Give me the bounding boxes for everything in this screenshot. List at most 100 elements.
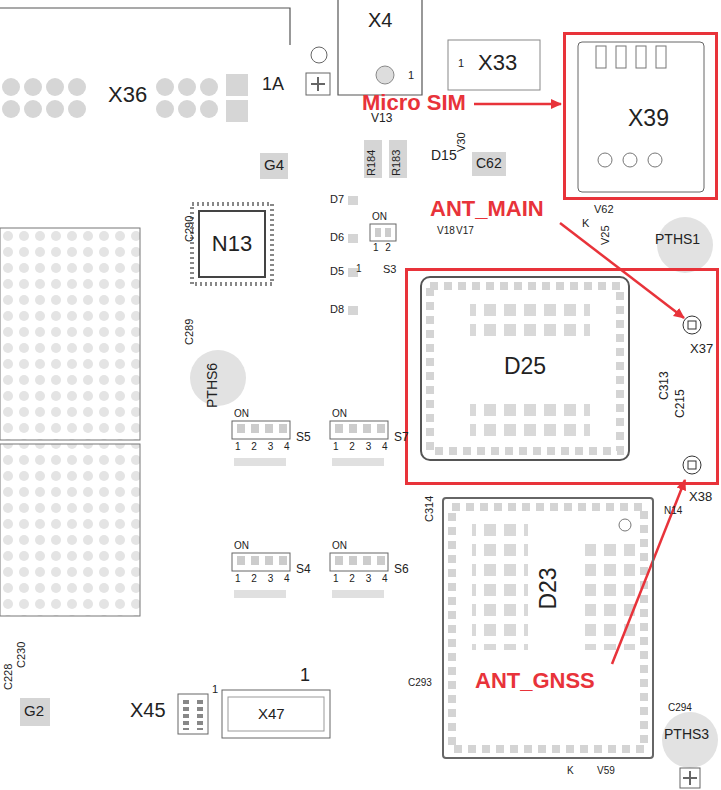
silkscreen-label: D5 [330, 266, 344, 277]
silkscreen-label: D6 [330, 232, 344, 243]
n13-pins [192, 204, 272, 284]
silkscreen-label: 1 [458, 58, 464, 69]
callout-label: Micro SIM [362, 92, 466, 114]
silkscreen-label: C294 [668, 703, 692, 713]
x47-housing [222, 690, 330, 738]
x36-pads [154, 76, 220, 120]
diode-body [348, 196, 358, 205]
silkscreen-label: ON [332, 541, 347, 551]
silkscreen-label: ON [234, 409, 249, 419]
silkscreen-label: S7 [394, 431, 409, 443]
mount-hole [662, 712, 718, 768]
silkscreen-label: D8 [330, 304, 344, 315]
bga-chip [0, 444, 140, 616]
module-pads [430, 286, 620, 451]
coax-connector [683, 456, 701, 474]
silkscreen-label: R183 [391, 150, 402, 176]
module-pads [470, 400, 590, 440]
x47-inner [228, 697, 324, 731]
part-label: N13 [212, 233, 252, 255]
silkscreen-label: ON [234, 541, 249, 551]
mount-hole [311, 47, 327, 63]
callout-label: ANT_GNSS [473, 670, 597, 692]
module-pads [472, 520, 528, 650]
silkscreen-label: S4 [296, 563, 311, 575]
silkscreen-label: K [567, 766, 574, 776]
x33-body [448, 40, 540, 90]
part-label: X39 [628, 107, 669, 130]
x36-square-pad [226, 100, 248, 122]
x36-pads [0, 76, 88, 120]
plus-mark [683, 771, 697, 785]
module-outline: D23 [442, 497, 654, 759]
silkscreen-label: V18 [437, 226, 455, 236]
part-label: X37 [690, 342, 713, 355]
silkscreen-label: G2 [24, 703, 44, 718]
silkscreen-label: 1A [262, 75, 284, 93]
resistor-body [389, 140, 407, 178]
silkscreen-label: X4 [368, 10, 392, 30]
header-pins [186, 700, 200, 730]
switch-slots [237, 228, 391, 565]
chip-outline: N13 [198, 210, 266, 278]
highlight-box: X39 [563, 32, 718, 200]
silkscreen-label: N14 [664, 506, 682, 516]
sim-slot [623, 153, 637, 167]
silkscreen-label: 1 [212, 684, 218, 695]
g2-pad [20, 698, 50, 726]
part-label: D25 [504, 355, 546, 378]
board-outline [0, 8, 290, 45]
part-label: D23 [536, 567, 559, 609]
silkscreen-label: 1 [408, 70, 414, 81]
part-label: X38 [689, 490, 712, 503]
silkscreen-label: K [582, 218, 589, 229]
x36-square-pad [226, 74, 248, 96]
diode-body [348, 306, 358, 315]
silkscreen-label: PTHS1 [655, 232, 700, 246]
plus-pad [306, 73, 330, 95]
highlight-box: X37X38D25 [405, 268, 719, 485]
silkscreen-label: V30 [456, 132, 467, 152]
x4-pad [376, 66, 394, 84]
sim-contact [656, 46, 666, 68]
silkscreen-label: D7 [330, 194, 344, 205]
silkscreen-label: PTHS3 [664, 727, 709, 741]
callout-arrow [474, 103, 561, 106]
silkscreen-label: C289 [184, 319, 195, 345]
silkscreen-label: C228 [3, 664, 14, 690]
silkscreen-label: S3 [383, 264, 396, 275]
callout-label: ANT_MAIN [430, 198, 544, 220]
silkscreen-label: V13 [371, 112, 392, 124]
x4-housing [338, 0, 422, 95]
silkscreen-label: G4 [264, 157, 284, 172]
plus-pad [680, 768, 700, 788]
silkscreen-label: D15 [431, 148, 457, 162]
silkscreen-label: V17 [456, 226, 474, 236]
pin-header [178, 694, 208, 734]
coax-pin [688, 321, 696, 329]
silkscreen-label: 1 [356, 264, 362, 274]
silkscreen-label: R184 [366, 150, 377, 176]
coax-connector [683, 316, 701, 334]
silkscreen-label: C215 [674, 389, 686, 418]
sim-slot [648, 153, 662, 167]
silkscreen-label: 1 [300, 666, 310, 684]
silkscreen-label: C293 [408, 678, 432, 688]
sim-contact [596, 46, 606, 68]
silkscreen-label: 1 2 3 4 [235, 442, 290, 452]
silkscreen-label: S5 [296, 431, 311, 443]
silkscreen-label: X33 [478, 52, 517, 74]
silkscreen-label: PTHS6 [205, 363, 219, 408]
silkscreen-label: C314 [424, 496, 435, 522]
callout-arrow [612, 480, 685, 664]
silkscreen-label: 1 2 [373, 243, 391, 253]
silkscreen-label: C230 [16, 642, 27, 668]
silkscreen-label: ON [372, 212, 387, 222]
silkscreen-label: ON [332, 409, 347, 419]
capacitor-body [472, 152, 506, 176]
silkscreen-label: V62 [594, 204, 614, 215]
dip-switch [370, 224, 396, 241]
sim-holder [578, 42, 704, 192]
